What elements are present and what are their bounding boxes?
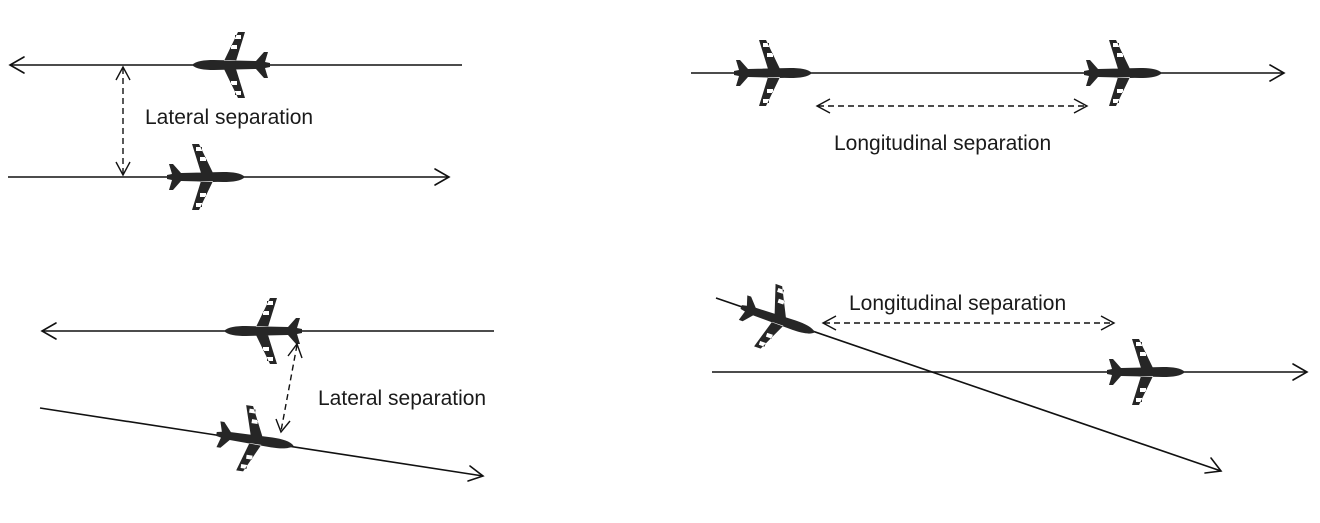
airplane-icon <box>730 275 826 364</box>
panel-bottom-right: Longitudinal separation <box>712 275 1309 474</box>
arrowhead-right-icon <box>1269 64 1286 82</box>
airplane-icon <box>1084 40 1162 106</box>
airplane-icon <box>734 40 812 106</box>
arrowhead-right-icon <box>434 168 451 186</box>
panel-bottom-left: Lateral separation <box>39 298 494 482</box>
dashed-arrowhead-down-icon <box>275 418 291 434</box>
arrowhead-left-icon <box>8 56 25 74</box>
arrowhead-right-icon <box>1292 363 1309 381</box>
separation-label: Longitudinal separation <box>849 292 1066 315</box>
separation-label: Lateral separation <box>318 387 486 410</box>
arrowhead-left-icon <box>40 322 57 340</box>
panel-top-left: Lateral separation <box>8 32 462 210</box>
dashed-arrowhead-down-icon <box>115 161 131 177</box>
panel-top-right: Longitudinal separation <box>691 40 1286 155</box>
dashed-arrowhead-right-icon <box>1100 315 1116 331</box>
airplane-icon <box>167 144 245 210</box>
arrowhead-right-icon <box>467 465 485 482</box>
airplane-icon <box>1107 339 1185 405</box>
separation-label: Lateral separation <box>145 106 313 129</box>
arrowhead-right-icon <box>1204 457 1223 474</box>
dashed-arrowhead-right-icon <box>1073 98 1089 114</box>
airplane-icon <box>192 32 270 98</box>
separation-label: Longitudinal separation <box>834 132 1051 155</box>
separation-dashed-line <box>280 344 298 432</box>
dashed-arrowhead-up-icon <box>115 65 131 81</box>
dashed-arrowhead-left-icon <box>821 315 837 331</box>
dashed-arrowhead-left-icon <box>815 98 831 114</box>
airplane-icon <box>211 401 299 479</box>
dashed-arrowhead-up-icon <box>287 342 303 359</box>
